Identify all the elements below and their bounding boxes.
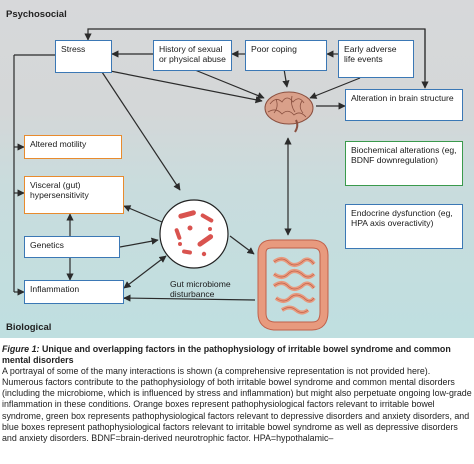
figure-title: Unique and overlapping factors in the pa… [2,344,451,366]
microbiome-label: Gut microbiome disturbance [170,279,231,300]
box-inflammation: Inflammation [24,280,124,304]
figure-caption: Figure 1: Unique and overlapping factors… [2,344,472,444]
box-abuse: History of sexual or physical abuse [153,40,232,71]
box-endocrine: Endocrine dysfunction (eg, HPA axis over… [345,204,463,249]
box-brain-structure: Alteration in brain structure [345,89,463,121]
caption-heading: Figure 1: Unique and overlapping factors… [2,344,472,366]
arrow-early-brain [309,77,361,99]
arrow-stress-brain [99,68,263,104]
gut-illustration [257,239,329,331]
figure-number: Figure 1: [2,344,40,354]
arrow-micro-visceral [123,205,163,223]
box-genetics: Genetics [24,236,120,258]
arrow-stress-microbiome [99,68,181,191]
box-altered-motility: Altered motility [24,135,122,159]
arrow-coping-brain [282,68,290,88]
region-label-psychosocial: Psychosocial [6,9,67,20]
region-label-biological: Biological [6,322,52,333]
arrow-genetics-micro [119,237,159,248]
arrow-inflammation-micro [123,255,167,289]
box-early-adverse: Early adverse life events [338,40,414,78]
microbiome-circle [159,199,229,269]
caption-body: A portrayal of some of the many interact… [2,366,472,443]
box-biochemical: Biochemical alterations (eg, BDNF downre… [345,141,463,186]
box-visceral: Visceral (gut) hypersensitivity [24,176,124,214]
brain-illustration [264,91,314,133]
box-poor-coping: Poor coping [245,40,327,71]
box-stress: Stress [55,40,112,73]
figure-diagram: Psychosocial Biological Stress History o… [0,0,474,338]
arrow-abuse-brain [194,69,265,99]
arrow-micro-gut [229,235,255,255]
arrow-gut-inflammation [123,294,256,302]
arrows [13,28,429,302]
